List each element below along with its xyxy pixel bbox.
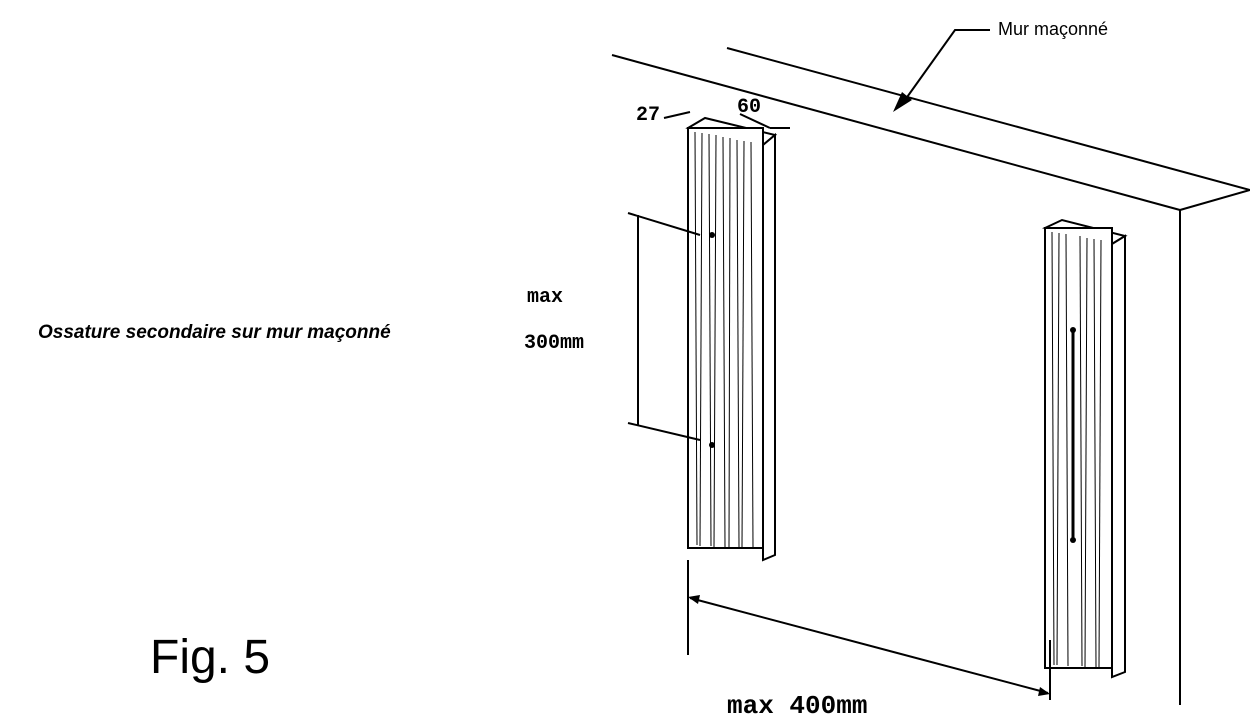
dim-arrow-right [1038,687,1050,696]
dim-width: 60 [737,96,761,119]
screw-point [1070,327,1076,333]
batten-left [685,116,778,562]
vertical-dimension [627,212,701,441]
screw-point [709,232,715,238]
section-dimension-arrows [663,111,790,129]
screw-point [1070,537,1076,543]
figure-caption: Ossature secondaire sur mur maçonné [38,322,391,343]
screw-point [709,442,715,448]
dim-thickness: 27 [636,104,660,127]
horizontal-dimension [687,560,1051,700]
dim-arrow-left [688,595,700,604]
wall-outline [611,47,1250,705]
dim-horizontal: max 400mm [727,691,867,721]
wall-label: Mur maçonné [998,19,1108,39]
dim-vertical-value: 300mm [524,332,584,355]
batten-right [1041,218,1128,679]
figure-number: Fig. 5 [150,631,271,684]
dim-vertical-max: max [527,286,563,309]
wall-label-leader [893,29,990,112]
